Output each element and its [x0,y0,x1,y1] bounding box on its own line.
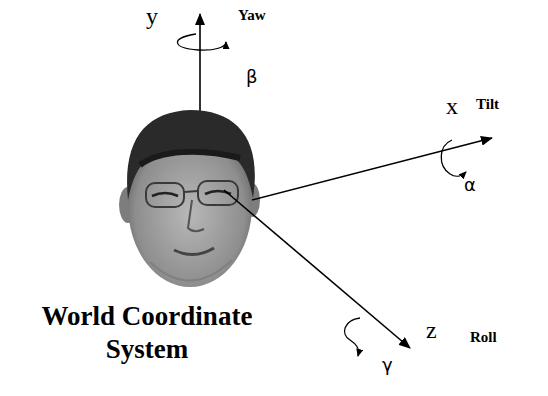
yaw-rotation [177,34,226,50]
roll-rotation [345,318,360,356]
axis-name: x [446,94,458,118]
angle-symbol: γ [382,356,393,374]
x-axis [252,138,492,200]
rotation-name: Roll [470,330,497,345]
caption: World Coordinate System [2,300,292,366]
tilt-rotation [441,140,466,176]
angle-symbol: α [464,176,476,194]
y-axis [199,14,201,118]
angle-symbol: β [246,68,258,86]
rotation-name: Tilt [476,97,499,112]
rotation-name: Yaw [238,8,266,23]
face-photo [119,110,260,287]
axis-name: z [426,318,437,342]
axis-name: y [146,4,158,28]
